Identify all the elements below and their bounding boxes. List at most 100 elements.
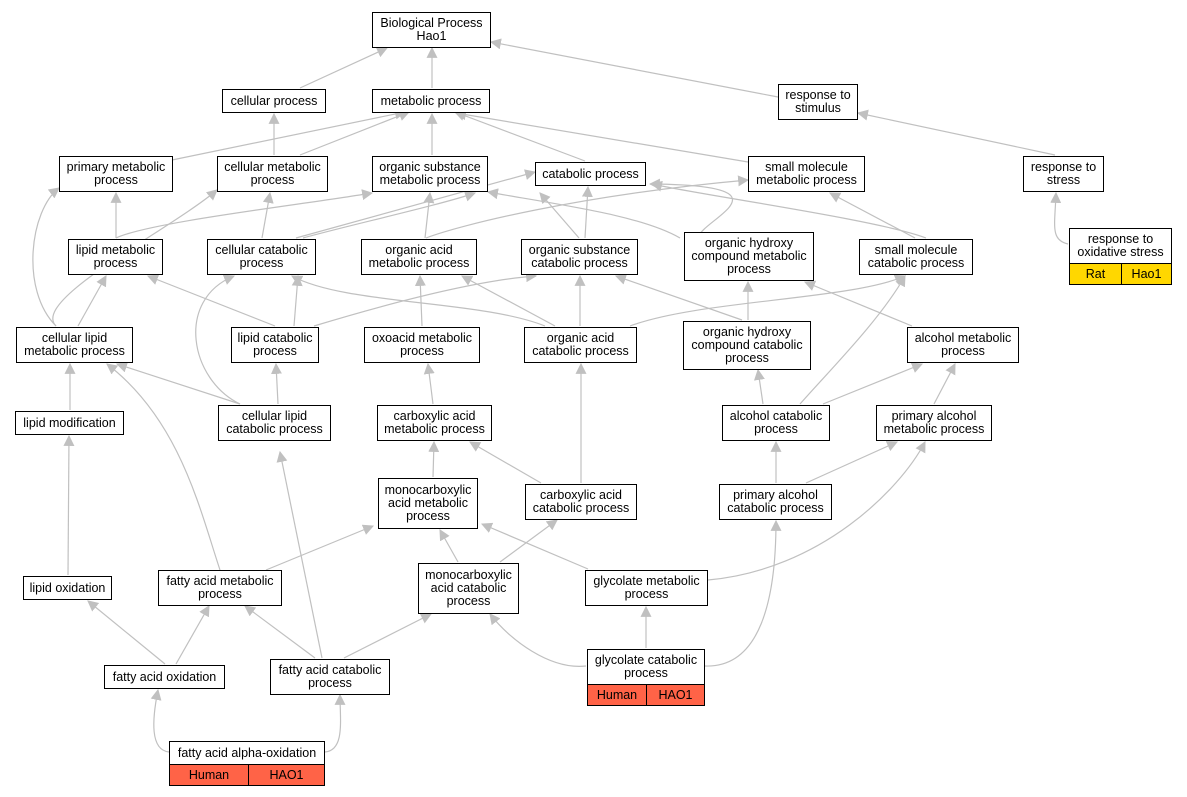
- node-monocarboxylic-acid-metabolic-process[interactable]: monocarboxylic acid metabolic process: [378, 478, 478, 529]
- edge-44: [822, 362, 924, 405]
- node-fatty-acid-alpha-oxidation[interactable]: fatty acid alpha-oxidation: [169, 741, 325, 765]
- edge-56: [499, 519, 558, 563]
- edge-28: [291, 274, 303, 327]
- edge-12: [261, 191, 274, 239]
- node-lipid-oxidation[interactable]: lipid oxidation: [23, 576, 112, 600]
- edge-59: [87, 600, 166, 665]
- edge-17: [581, 185, 593, 239]
- edge-41: [313, 271, 538, 327]
- edge-36: [803, 280, 913, 327]
- node-primary-metabolic-process[interactable]: primary metabolic process: [59, 156, 173, 192]
- edge-19: [486, 188, 681, 239]
- edge-52: [63, 434, 75, 576]
- rat-species-tag: Rat: [1069, 263, 1122, 285]
- edge-30: [291, 275, 546, 327]
- edge-18: [295, 169, 537, 239]
- node-organic-hydroxy-compound-catabolic-process[interactable]: organic hydroxy compound catabolic proce…: [683, 321, 811, 370]
- node-cellular-process[interactable]: cellular process: [222, 89, 326, 113]
- node-biological-process[interactable]: Biological Process Hao1: [372, 12, 491, 48]
- node-organic-acid-catabolic-process[interactable]: organic acid catabolic process: [524, 327, 637, 363]
- node-small-molecule-catabolic-process[interactable]: small molecule catabolic process: [859, 239, 973, 275]
- node-fatty-acid-catabolic-process[interactable]: fatty acid catabolic process: [270, 659, 390, 695]
- hao1-gene-tag: HAO1: [248, 764, 325, 786]
- human-species-tag: Human: [587, 684, 647, 706]
- edge-26: [77, 275, 107, 327]
- node-organic-substance-metabolic-process[interactable]: organic substance metabolic process: [372, 156, 488, 192]
- edge-40: [195, 274, 241, 405]
- node-organic-hydroxy-compound-metabolic-process[interactable]: organic hydroxy compound metabolic proce…: [684, 232, 814, 281]
- node-monocarboxylic-acid-catabolic-process[interactable]: monocarboxylic acid catabolic process: [418, 563, 519, 614]
- node-lipid-metabolic-process[interactable]: lipid metabolic process: [68, 239, 163, 275]
- node-primary-alcohol-catabolic-process[interactable]: primary alcohol catabolic process: [719, 484, 832, 520]
- edge-39: [271, 362, 282, 405]
- edge-5: [299, 110, 411, 156]
- node-response-to-stimulus[interactable]: response to stimulus: [778, 84, 858, 120]
- edge-48: [469, 441, 542, 484]
- node-fatty-acid-oxidation[interactable]: fatty acid oxidation: [104, 665, 225, 689]
- edge-22: [650, 180, 927, 239]
- edge-66: [704, 519, 782, 667]
- node-catabolic-process[interactable]: catabolic process: [535, 162, 646, 186]
- node-lipid-modification[interactable]: lipid modification: [15, 411, 124, 435]
- node-organic-substance-catabolic-process[interactable]: organic substance catabolic process: [521, 239, 638, 275]
- edge-60: [175, 605, 210, 665]
- edge-31: [461, 275, 556, 327]
- node-small-molecule-metabolic-process[interactable]: small molecule metabolic process: [748, 156, 865, 192]
- node-oxoacid-metabolic-process[interactable]: oxoacid metabolic process: [364, 327, 480, 363]
- edge-7: [453, 110, 586, 162]
- edge-54: [106, 363, 221, 571]
- edge-62: [244, 605, 316, 659]
- node-carboxylic-acid-catabolic-process[interactable]: carboxylic acid catabolic process: [525, 484, 637, 520]
- edge-53: [265, 524, 375, 571]
- edge-8: [454, 109, 749, 163]
- edge-58: [707, 441, 926, 581]
- edge-51: [805, 441, 899, 484]
- edge-13: [302, 191, 477, 239]
- edge-29: [414, 274, 426, 327]
- edge-34: [614, 274, 743, 321]
- edge-67: [150, 688, 170, 753]
- edge-9: [856, 109, 1056, 156]
- node-metabolic-process[interactable]: metabolic process: [372, 89, 490, 113]
- node-alcohol-metabolic-process[interactable]: alcohol metabolic process: [907, 327, 1019, 363]
- node-response-to-oxidative-stress[interactable]: response to oxidative stress: [1069, 228, 1172, 264]
- edge-45: [933, 363, 956, 405]
- edge-38: [115, 361, 241, 405]
- node-glycolate-metabolic-process[interactable]: glycolate metabolic process: [585, 570, 708, 606]
- node-glycolate-catabolic-process[interactable]: glycolate catabolic process: [587, 649, 705, 685]
- edge-46: [753, 368, 765, 405]
- edge-63: [343, 613, 432, 659]
- edge-57: [480, 522, 589, 570]
- node-response-to-stress[interactable]: response to stress: [1023, 156, 1104, 192]
- edge-55: [439, 529, 459, 563]
- edge-4: [171, 108, 407, 161]
- node-cellular-lipid-catabolic-process[interactable]: cellular lipid catabolic process: [218, 405, 331, 441]
- node-cellular-catabolic-process[interactable]: cellular catabolic process: [207, 239, 316, 275]
- edge-16: [539, 192, 580, 239]
- node-cellular-metabolic-process[interactable]: cellular metabolic process: [217, 156, 328, 192]
- edge-24: [32, 187, 60, 327]
- node-carboxylic-acid-metabolic-process[interactable]: carboxylic acid metabolic process: [377, 405, 492, 441]
- edge-11: [115, 189, 374, 239]
- node-fatty-acid-metabolic-process[interactable]: fatty acid metabolic process: [158, 570, 282, 606]
- edge-0: [299, 47, 388, 89]
- edge-42: [423, 362, 435, 405]
- hao1-gene-tag: HAO1: [646, 684, 705, 706]
- edge-14: [423, 191, 435, 239]
- edge-61: [276, 450, 323, 659]
- edge-33: [629, 274, 907, 327]
- node-primary-alcohol-metabolic-process[interactable]: primary alcohol metabolic process: [876, 405, 992, 441]
- edge-47: [428, 440, 440, 478]
- edge-43: [799, 275, 906, 405]
- node-cellular-lipid-metabolic-process[interactable]: cellular lipid metabolic process: [16, 327, 133, 363]
- node-organic-acid-metabolic-process[interactable]: organic acid metabolic process: [361, 239, 477, 275]
- edge-2: [489, 38, 779, 98]
- edge-23: [1050, 191, 1069, 245]
- edge-20: [648, 178, 734, 239]
- edge-64: [489, 613, 587, 667]
- hao1-gene-tag: Hao1: [1121, 263, 1172, 285]
- edge-27: [146, 274, 276, 327]
- node-alcohol-catabolic-process[interactable]: alcohol catabolic process: [722, 405, 830, 441]
- node-lipid-catabolic-process[interactable]: lipid catabolic process: [231, 327, 319, 363]
